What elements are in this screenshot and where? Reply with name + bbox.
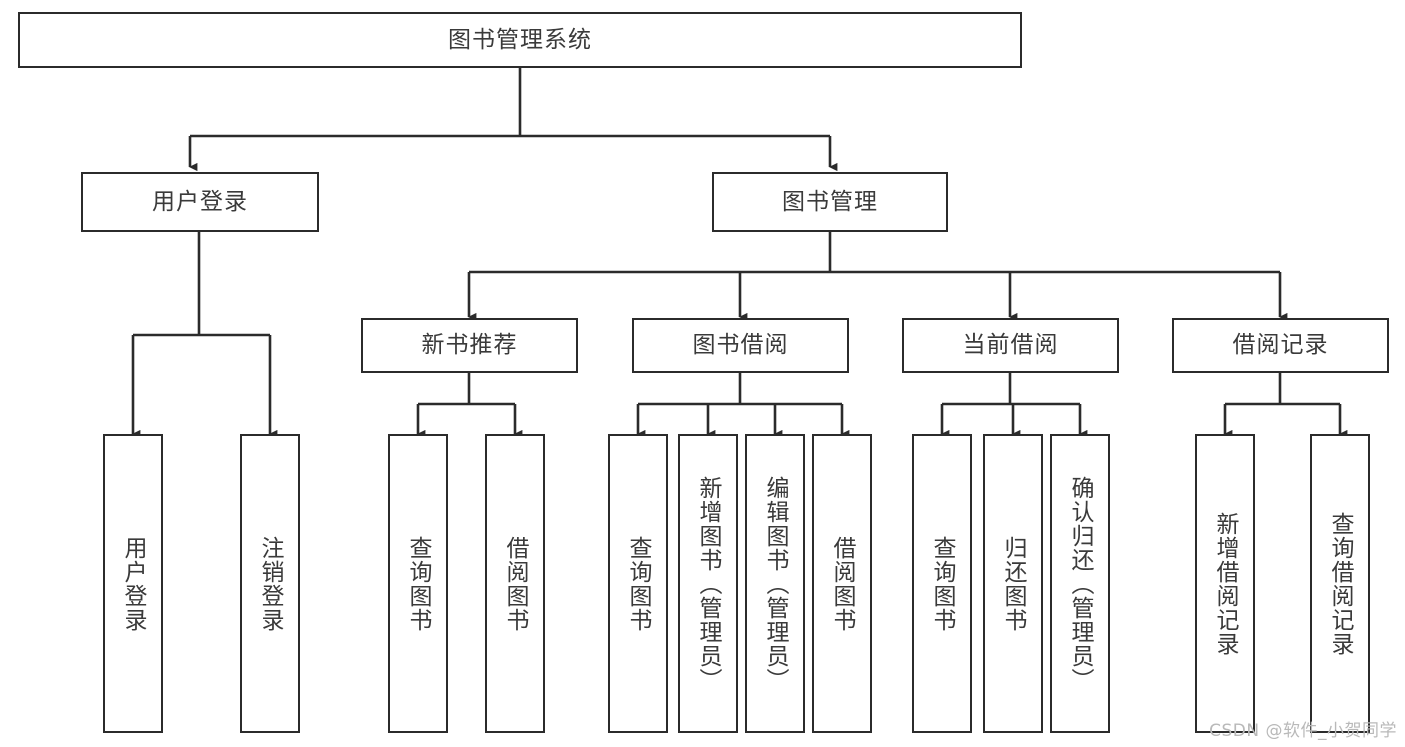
- node-borrow-record[interactable]: 借阅记录: [1172, 318, 1389, 373]
- leaf-query-book-recommend[interactable]: 查询图书: [388, 434, 448, 733]
- leaf-edit-book-admin[interactable]: 编辑图书（管理员）: [745, 434, 805, 733]
- node-label: 查询图书: [405, 535, 432, 632]
- leaf-return-book[interactable]: 归还图书: [983, 434, 1043, 733]
- node-label: 用户登录: [120, 535, 147, 632]
- leaf-query-book-current[interactable]: 查询图书: [912, 434, 972, 733]
- node-book-borrow[interactable]: 图书借阅: [632, 318, 849, 373]
- leaf-confirm-return-admin[interactable]: 确认归还（管理员）: [1050, 434, 1110, 733]
- node-label: 编辑图书（管理员）: [762, 475, 789, 692]
- node-label: 当前借阅: [962, 332, 1059, 359]
- node-root-book-management-system[interactable]: 图书管理系统: [18, 12, 1022, 68]
- node-label: 查询图书: [625, 535, 652, 632]
- watermark-text: CSDN @软件_小贺同学: [1209, 721, 1397, 741]
- node-label: 借阅图书: [502, 535, 529, 632]
- node-book-management[interactable]: 图书管理: [712, 172, 948, 232]
- node-user-login[interactable]: 用户登录: [81, 172, 319, 232]
- node-label: 查询借阅记录: [1327, 511, 1354, 656]
- node-label: 借阅记录: [1232, 332, 1329, 359]
- node-label: 新书推荐: [421, 332, 518, 359]
- leaf-user-login[interactable]: 用户登录: [103, 434, 163, 733]
- node-current-borrow[interactable]: 当前借阅: [902, 318, 1119, 373]
- leaf-borrow-book-recommend[interactable]: 借阅图书: [485, 434, 545, 733]
- node-label: 图书管理系统: [448, 26, 592, 53]
- leaf-add-book-admin[interactable]: 新增图书（管理员）: [678, 434, 738, 733]
- node-label: 借阅图书: [829, 535, 856, 632]
- leaf-query-borrow-record[interactable]: 查询借阅记录: [1310, 434, 1370, 733]
- node-label: 用户登录: [152, 188, 248, 215]
- leaf-borrow-book[interactable]: 借阅图书: [812, 434, 872, 733]
- leaf-query-book-borrow[interactable]: 查询图书: [608, 434, 668, 733]
- node-new-book-recommend[interactable]: 新书推荐: [361, 318, 578, 373]
- leaf-add-borrow-record[interactable]: 新增借阅记录: [1195, 434, 1255, 733]
- node-label: 注销登录: [257, 535, 284, 632]
- node-label: 图书管理: [782, 188, 878, 215]
- node-label: 归还图书: [1000, 535, 1027, 632]
- node-label: 新增借阅记录: [1212, 511, 1239, 656]
- node-label: 图书借阅: [692, 332, 789, 359]
- node-label: 新增图书（管理员）: [695, 475, 722, 692]
- node-label: 确认归还（管理员）: [1067, 475, 1094, 692]
- node-label: 查询图书: [929, 535, 956, 632]
- leaf-user-logout[interactable]: 注销登录: [240, 434, 300, 733]
